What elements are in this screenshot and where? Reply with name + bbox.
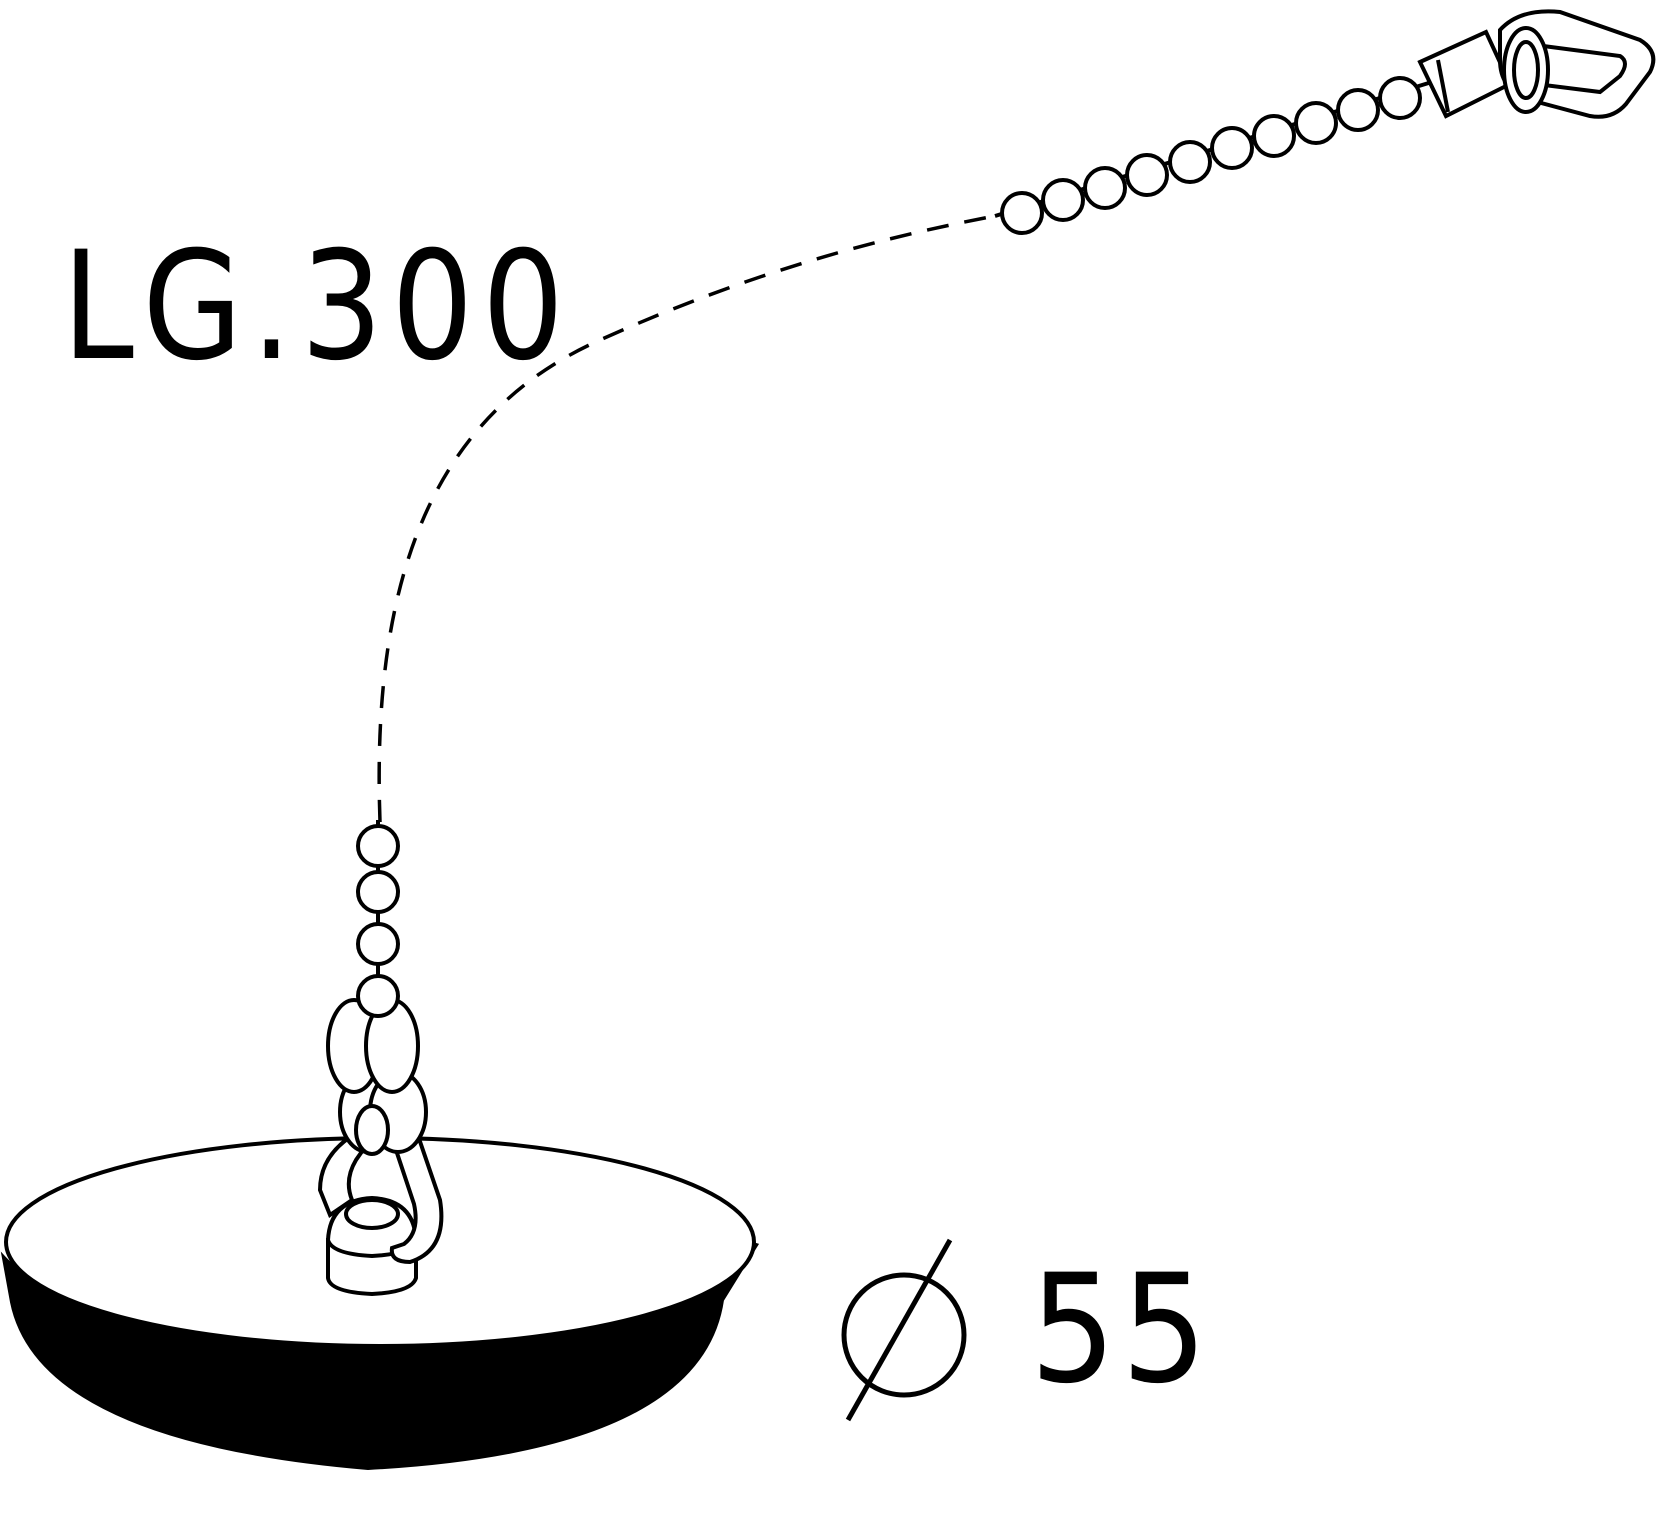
- diameter-value: 55: [1030, 1243, 1213, 1417]
- plug-icon: [0, 1136, 760, 1471]
- diameter-symbol-icon: [841, 1238, 967, 1422]
- ball-chain-icon: [377, 214, 996, 823]
- lower-ball-chain-icon: [356, 820, 400, 1018]
- length-label: LG.300: [62, 220, 573, 394]
- hook-ring-icon: [1417, 9, 1656, 119]
- upper-ball-chain-icon: [994, 76, 1446, 235]
- connector-links-icon: [317, 998, 444, 1265]
- plug-knob-icon: [325, 1195, 419, 1297]
